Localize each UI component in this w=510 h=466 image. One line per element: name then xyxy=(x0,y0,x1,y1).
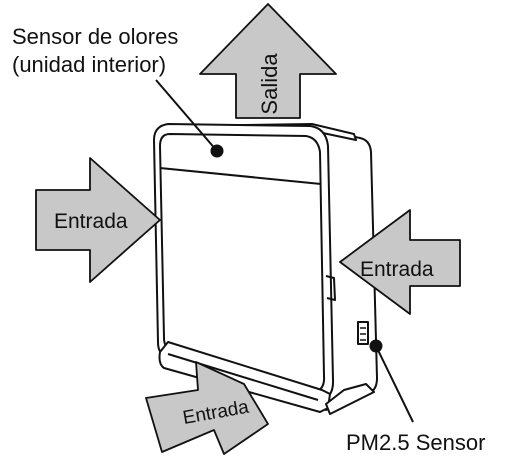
odor-sensor-label-line2: (unidad interior) xyxy=(12,52,166,77)
inlet-arrow-bottom xyxy=(145,361,269,455)
inlet-label-right: Entrada xyxy=(360,258,434,281)
air-purifier-unit xyxy=(153,123,378,415)
outlet-arrow xyxy=(199,3,337,119)
purifier-handle xyxy=(325,275,336,301)
purifier-base-lip xyxy=(167,353,319,401)
purifier-pm-slot-grill xyxy=(360,327,366,341)
purifier-panel-seam xyxy=(159,167,322,185)
odor-sensor-label-line1: Sensor de olores xyxy=(12,24,178,49)
purifier-pm-slot xyxy=(357,321,369,345)
odor-sensor-callout-line xyxy=(155,79,218,152)
pm-sensor-callout-line xyxy=(375,345,414,423)
inlet-arrow-right xyxy=(339,209,461,315)
pm-sensor-label: PM2.5 Sensor xyxy=(346,430,485,455)
inlet-arrow-left xyxy=(35,157,161,283)
purifier-rear-foot xyxy=(325,383,375,415)
outlet-label: Salida xyxy=(257,53,282,115)
inlet-label-left: Entrada xyxy=(54,210,128,233)
